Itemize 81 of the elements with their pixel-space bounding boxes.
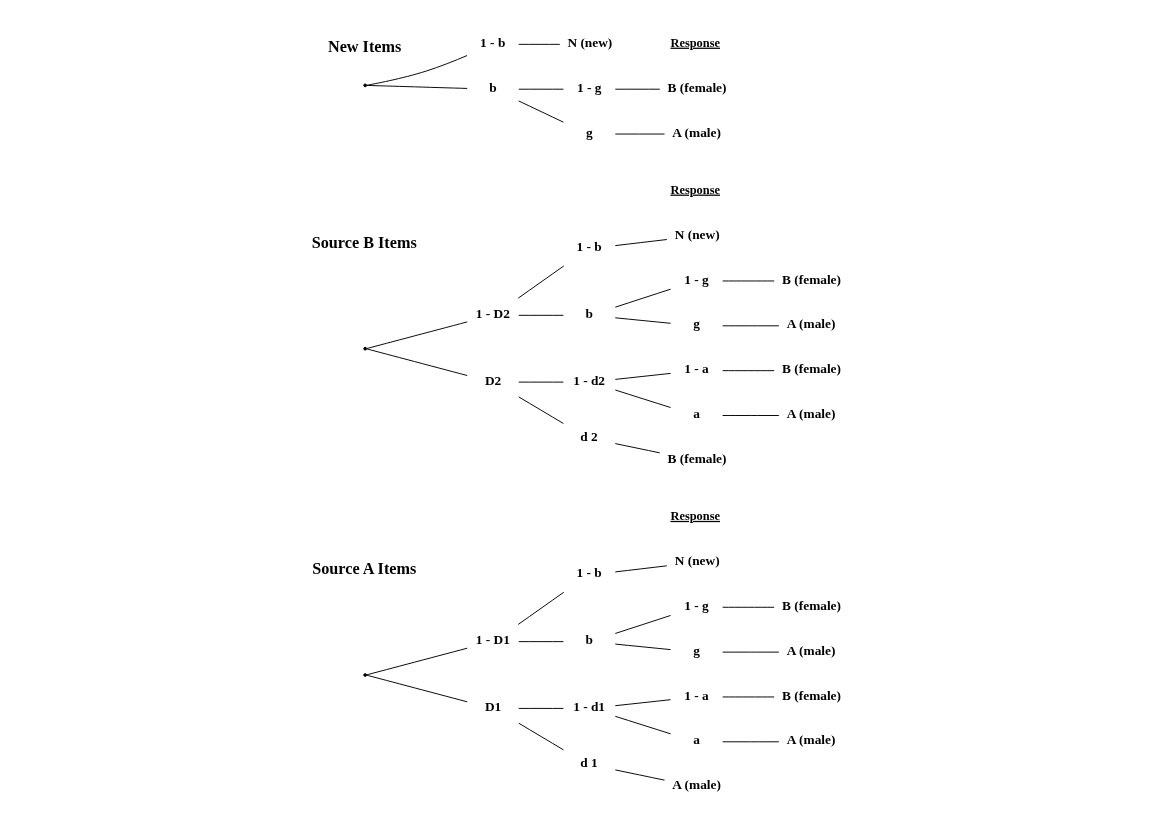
connector — [614, 317, 671, 324]
node-text: g — [692, 316, 700, 332]
connector — [365, 348, 468, 376]
node-text: d 2 — [579, 428, 598, 444]
connector — [517, 641, 564, 643]
node-text: 1 - D2 — [475, 305, 510, 321]
node-text: B (female) — [781, 687, 841, 703]
connector — [614, 615, 671, 634]
node-text: 1 - g — [683, 271, 709, 287]
connector — [517, 43, 560, 45]
connector — [614, 288, 671, 308]
node-text: g — [692, 642, 700, 658]
node-text: 1 - a — [683, 687, 709, 703]
node-text: b — [488, 79, 497, 95]
node-point — [362, 83, 367, 88]
node-text: 1 - g — [683, 597, 709, 613]
node-text: B (female) — [781, 271, 841, 287]
connector — [721, 370, 775, 372]
node-text: 1 - b — [479, 34, 505, 50]
node-text: 1 - b — [575, 565, 602, 581]
connector — [614, 443, 660, 454]
connector — [366, 55, 468, 86]
connector — [721, 415, 779, 416]
node-text: A (male) — [671, 124, 721, 140]
connector — [517, 707, 564, 709]
node-text: D1 — [484, 698, 501, 714]
node-text: 1 - d2 — [572, 372, 605, 388]
node-point — [362, 346, 367, 351]
connector — [721, 606, 775, 608]
connector — [614, 88, 660, 90]
node-text: 1 - d1 — [572, 698, 605, 714]
connector — [365, 647, 468, 676]
connector — [614, 239, 667, 247]
label: Source B Items — [311, 233, 417, 252]
connector — [721, 325, 779, 327]
connector — [517, 100, 564, 123]
connector — [721, 741, 779, 743]
node-text: a — [692, 732, 700, 748]
label: Response — [669, 182, 720, 197]
connector — [614, 643, 671, 651]
node-text: N (new) — [674, 226, 720, 242]
node-text: 1 - D1 — [475, 632, 510, 648]
node-text: A (male) — [786, 642, 835, 658]
connector — [614, 565, 667, 573]
node-text: D2 — [484, 372, 501, 388]
label: Source A Items — [311, 559, 416, 578]
connector — [517, 265, 564, 299]
label: Response — [669, 508, 720, 523]
node-text: 1 - b — [575, 239, 602, 255]
label: New Items — [327, 38, 401, 57]
connector — [614, 699, 671, 707]
label: Response — [669, 35, 720, 50]
connector — [517, 591, 564, 625]
node-text: B (female) — [781, 597, 841, 613]
node-text: d 1 — [579, 755, 598, 771]
connector — [365, 674, 468, 703]
node-text: N (new) — [674, 553, 720, 569]
node-text: B (female) — [667, 79, 727, 95]
connector — [517, 314, 564, 316]
connector — [517, 88, 564, 90]
connector — [614, 715, 671, 735]
node-text: g — [585, 124, 593, 140]
node-text: 1 - g — [576, 79, 601, 95]
node-text: A (male) — [786, 732, 835, 748]
node-text: A (male) — [786, 316, 835, 332]
node-text: A (male) — [671, 777, 721, 793]
node-text: A (male) — [786, 406, 835, 422]
node-text: N (new) — [566, 34, 612, 50]
node-text: B (female) — [781, 361, 841, 377]
node-text: b — [585, 305, 593, 321]
connector — [614, 389, 671, 408]
connector — [517, 722, 564, 751]
connector — [365, 321, 468, 349]
connector — [517, 396, 564, 424]
node-text: B (female) — [667, 450, 727, 466]
connector — [614, 769, 665, 781]
node-point — [362, 673, 367, 677]
node-text: b — [585, 632, 593, 648]
node-text: 1 - a — [683, 361, 709, 377]
node-text: a — [692, 406, 700, 422]
connector — [614, 372, 671, 380]
